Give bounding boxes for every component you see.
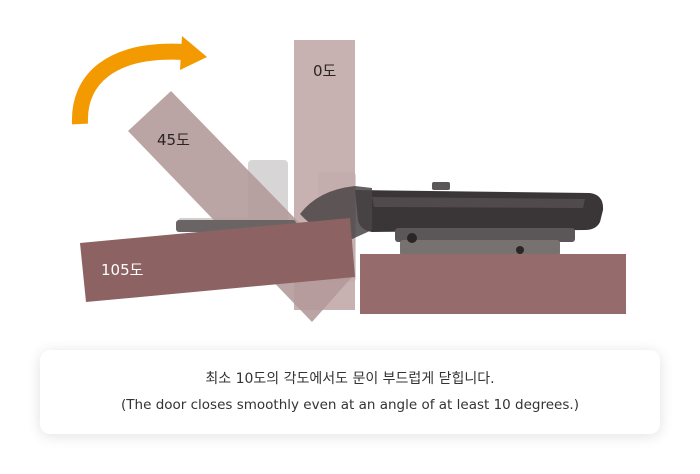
caption-korean: 최소 10도의 각도에서도 문이 부드럽게 닫힙니다.	[205, 370, 495, 387]
base-block	[360, 254, 626, 314]
arrow-head-icon	[180, 36, 207, 70]
bar-105-degree	[80, 218, 355, 302]
hinge-angle-illustration: 0도 45도 105도	[71, 36, 626, 322]
rotation-arrow-icon	[71, 43, 185, 125]
label-105-degree: 105도	[101, 261, 144, 279]
caption-english: (The door closes smoothly even at an ang…	[121, 397, 579, 414]
label-45-degree: 45도	[157, 131, 190, 149]
caption-card: 최소 10도의 각도에서도 문이 부드럽게 닫힙니다. (The door cl…	[40, 350, 660, 434]
label-0-degree: 0도	[313, 62, 337, 80]
